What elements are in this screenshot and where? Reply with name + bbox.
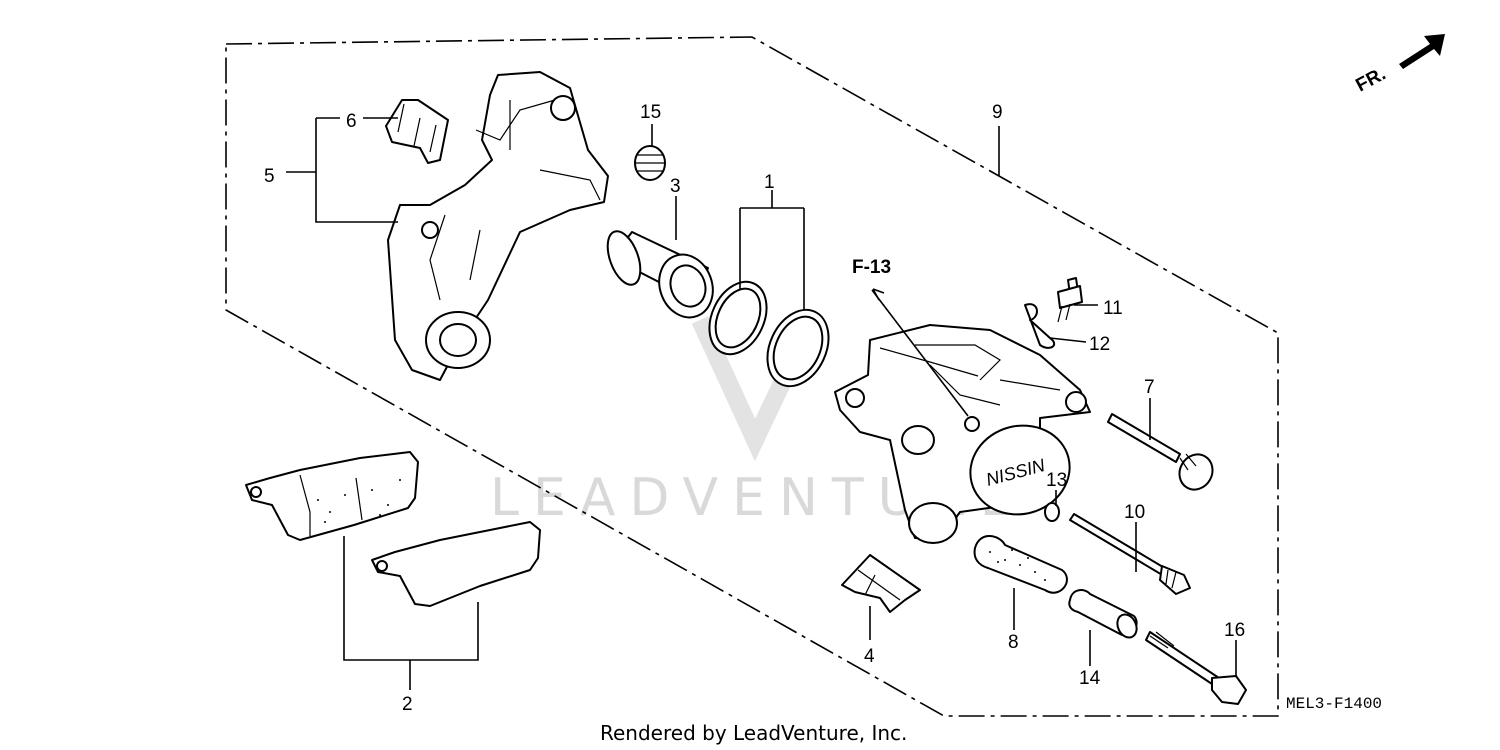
pad-spring: [841, 554, 921, 613]
bleeder-clip: [1024, 303, 1056, 349]
pad-retainer-clip: [385, 99, 449, 164]
diagram-code: MEL3-F1400: [1286, 695, 1382, 713]
pin-bolt: [1107, 413, 1214, 491]
footer-credit: Rendered by LeadVenture, Inc.: [600, 721, 907, 745]
label-11: 11: [1103, 298, 1123, 319]
assembly-boundary: [225, 36, 1279, 717]
caliper-body: NISSIN: [834, 324, 1091, 544]
label-14: 14: [1079, 668, 1101, 689]
label-6: 6: [346, 111, 357, 132]
front-direction-label: FR.: [1352, 64, 1389, 97]
pin-boot: [973, 535, 1068, 594]
label-9: 9: [992, 102, 1003, 123]
label-13: 13: [1046, 470, 1067, 491]
brake-pads: [245, 451, 541, 607]
label-7: 7: [1144, 377, 1155, 398]
label-15: 15: [640, 102, 661, 123]
label-16: 16: [1224, 620, 1245, 641]
bleeder-cap: [634, 145, 666, 181]
caliper-bracket: [387, 71, 609, 381]
part-labels: 1 2 3 4 5 6 7 8 9 10 11 12 13 14 15 16: [264, 102, 1245, 715]
label-2: 2: [402, 694, 413, 715]
label-1: 1: [764, 172, 775, 193]
label-5: 5: [264, 166, 275, 187]
retaining-ring: [1044, 502, 1060, 522]
reference-label: F-13: [852, 257, 891, 278]
label-3: 3: [670, 176, 681, 197]
caliper-bolt: [1145, 631, 1247, 705]
front-direction-arrow: FR.: [1352, 34, 1445, 96]
label-10: 10: [1124, 502, 1145, 523]
label-4: 4: [864, 646, 875, 667]
slide-pin: [1069, 513, 1191, 595]
label-8: 8: [1008, 632, 1019, 653]
label-12: 12: [1089, 334, 1110, 355]
pin-collar: [1068, 589, 1138, 639]
bleeder-screw: [1057, 277, 1083, 323]
piston-seals: [708, 280, 830, 388]
caliper-piston: [606, 230, 714, 319]
leader-lines: [286, 117, 1237, 690]
